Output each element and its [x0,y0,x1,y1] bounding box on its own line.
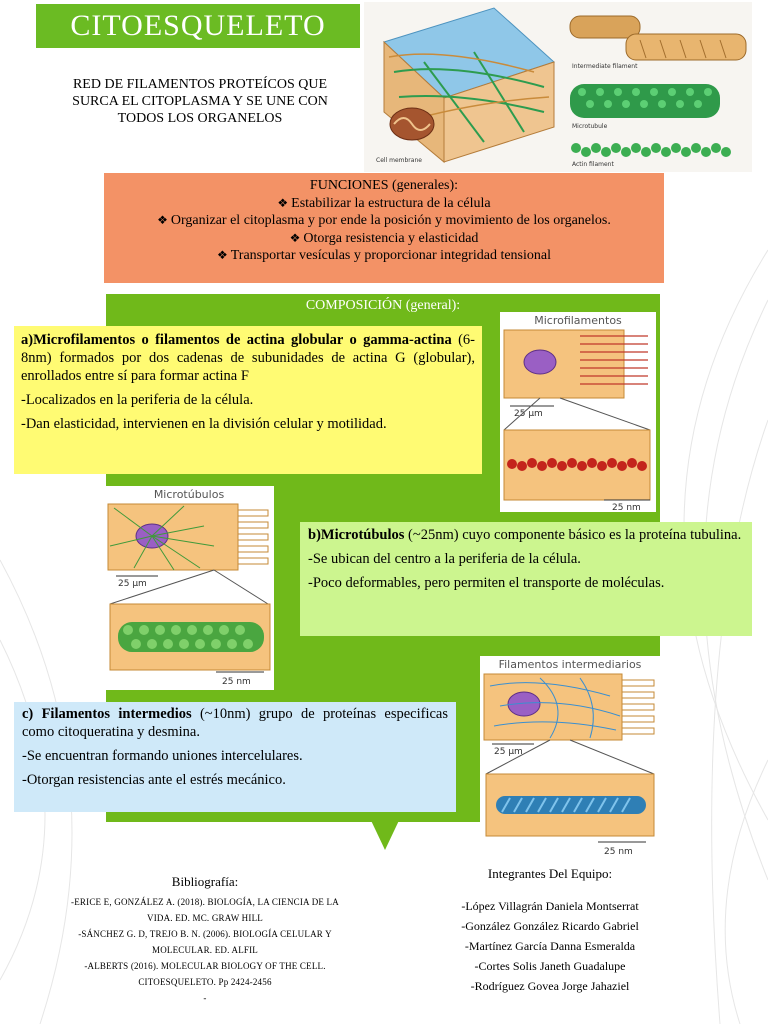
funcion-item: Estabilizar la estructura de la célula [104,195,664,213]
title-banner: CITOESQUELETO [36,4,360,48]
microtubulos-title: b)Microtúbulos [308,527,405,543]
funcion-item: Organizar el citoplasma y por ende la po… [104,212,664,230]
microfilamentos-title: a)Microfilamentos o filamentos de actina… [21,332,452,348]
scale-top: 25 μm [118,579,147,589]
integrante: -Rodríguez Govea Jorge Jahaziel [470,979,630,993]
microtubulos-figure: Microtúbulos 25 μm 25 nm [104,486,274,690]
intermedios-function: -Otorgan resistencias ante el estrés mec… [22,772,286,788]
composicion-heading: COMPOSICIÓN (general): [305,298,461,313]
microfilamentos-desc: (6-8nm) formados por dos cadenas de subu… [21,332,475,384]
figure-title: Microfilamentos [534,314,622,327]
microfilamentos-figure: Microfilamentos 25 μm 25 nm [500,312,656,512]
scale-bottom: 25 nm [612,503,641,512]
integrante: -Martínez García Danna Esmeralda [464,939,636,953]
label-membrane: Cell membrane [376,157,422,164]
label-microtubule: Microtubule [572,123,608,130]
microfilamentos-box: a)Microfilamentos o filamentos de actina… [14,326,482,474]
intermedios-location: -Se encuentran formando uniones intercel… [22,748,303,764]
integrante: -Cortes Solis Janeth Guadalupe [474,959,626,973]
microfilamentos-function: -Dan elasticidad, intervienen en la divi… [21,416,387,432]
bibliografia-entry: - [203,993,207,1003]
bibliografia-entry: -ALBERTS (2016). MOLECULAR BIOLOGY OF TH… [84,961,326,971]
microtubulos-desc: (~25nm) cuyo componente básico es la pro… [404,527,742,543]
label-actin: Actin filament [572,161,614,168]
subtitle: RED DE FILAMENTOS PROTEÍCOS QUE SURCA EL… [72,77,328,126]
cytoskeleton-illustration: Intermediate filament Microtubule Actin … [364,2,752,172]
microtubulos-box: b)Microtúbulos (~25nm) cuyo componente b… [300,522,752,636]
intermedios-box: c) Filamentos intermedios (~10nm) grupo … [14,702,456,812]
intermedios-figure: Filamentos intermediarios 25 μm 25 nm [480,656,660,860]
funciones-heading: FUNCIONES (generales): [309,178,459,193]
intermedios-title: c) Filamentos intermedios [22,706,192,722]
bibliografia-entry: -ERICE E, GONZÁLEZ A. (2018). BIOLOGÍA, … [71,897,339,907]
microfilamentos-location: -Localizados en la periferia de la célul… [21,392,254,408]
figure-title: Microtúbulos [153,488,225,501]
bibliografia-heading: Bibliografía: [171,874,239,889]
integrante: -López Villagrán Daniela Montserrat [461,899,639,913]
funciones-box: FUNCIONES (generales): Estabilizar la es… [104,173,664,283]
integrantes: Integrantes Del Equipo: -López Villagrán… [440,866,660,996]
scale-bottom: 25 nm [222,677,251,687]
scale-top: 25 μm [514,409,543,419]
bibliografia: Bibliografía: -ERICE E, GONZÁLEZ A. (201… [40,874,370,1006]
bibliografia-entry: MOLECULAR. ED. ALFIL [152,945,258,955]
bibliografia-entry: CITOESQUELETO. Pp 2424-2456 [138,977,272,987]
panel-arrow [367,812,403,850]
label-intermediate: Intermediate filament [572,63,638,70]
figure-title: Filamentos intermediarios [498,658,642,671]
microtubulos-location: -Se ubican del centro a la periferia de … [308,551,581,567]
scale-top: 25 μm [494,747,523,757]
bibliografia-entry: VIDA. ED. MC. GRAW HILL [147,913,263,923]
integrantes-heading: Integrantes Del Equipo: [487,866,613,881]
bibliografia-entry: -SÁNCHEZ G. D, TREJO B. N. (2006). BIOLO… [78,929,332,939]
funcion-item: Otorga resistencia y elasticidad [104,230,664,248]
microtubulos-function: -Poco deformables, pero permiten el tran… [308,575,665,591]
integrante: -González González Ricardo Gabriel [461,919,639,933]
scale-bottom: 25 nm [604,847,633,857]
funcion-item: Transportar vesículas y proporcionar int… [104,247,664,265]
page-title: CITOESQUELETO [70,9,326,42]
